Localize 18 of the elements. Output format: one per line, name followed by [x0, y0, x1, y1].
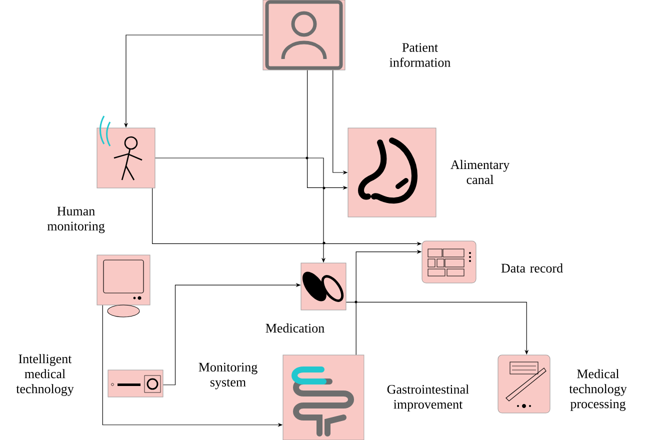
- node-label: Medical technology processing: [569, 369, 627, 411]
- handheld-device-icon: [498, 354, 550, 414]
- node-label: Patient information: [390, 43, 450, 67]
- node-label: Data record: [501, 263, 563, 273]
- stomach-icon: [348, 128, 436, 218]
- node-label: Alimentary canal: [450, 160, 510, 184]
- node-label: Human monitoring: [47, 206, 105, 234]
- recorder-device-icon: [108, 370, 164, 398]
- node-label: Medication: [266, 323, 324, 333]
- intestine-icon: [282, 354, 364, 440]
- tablet-icon: [422, 240, 476, 284]
- node-label: Monitoring system: [198, 362, 258, 390]
- pills-icon: [300, 262, 346, 310]
- walking-person-icon: [96, 116, 156, 188]
- node-label: Intelligent medical technology: [16, 354, 74, 396]
- person-icon: [262, 0, 346, 70]
- monitor-icon: [96, 254, 150, 318]
- node-label: Gastrointestinal improvement: [387, 384, 469, 412]
